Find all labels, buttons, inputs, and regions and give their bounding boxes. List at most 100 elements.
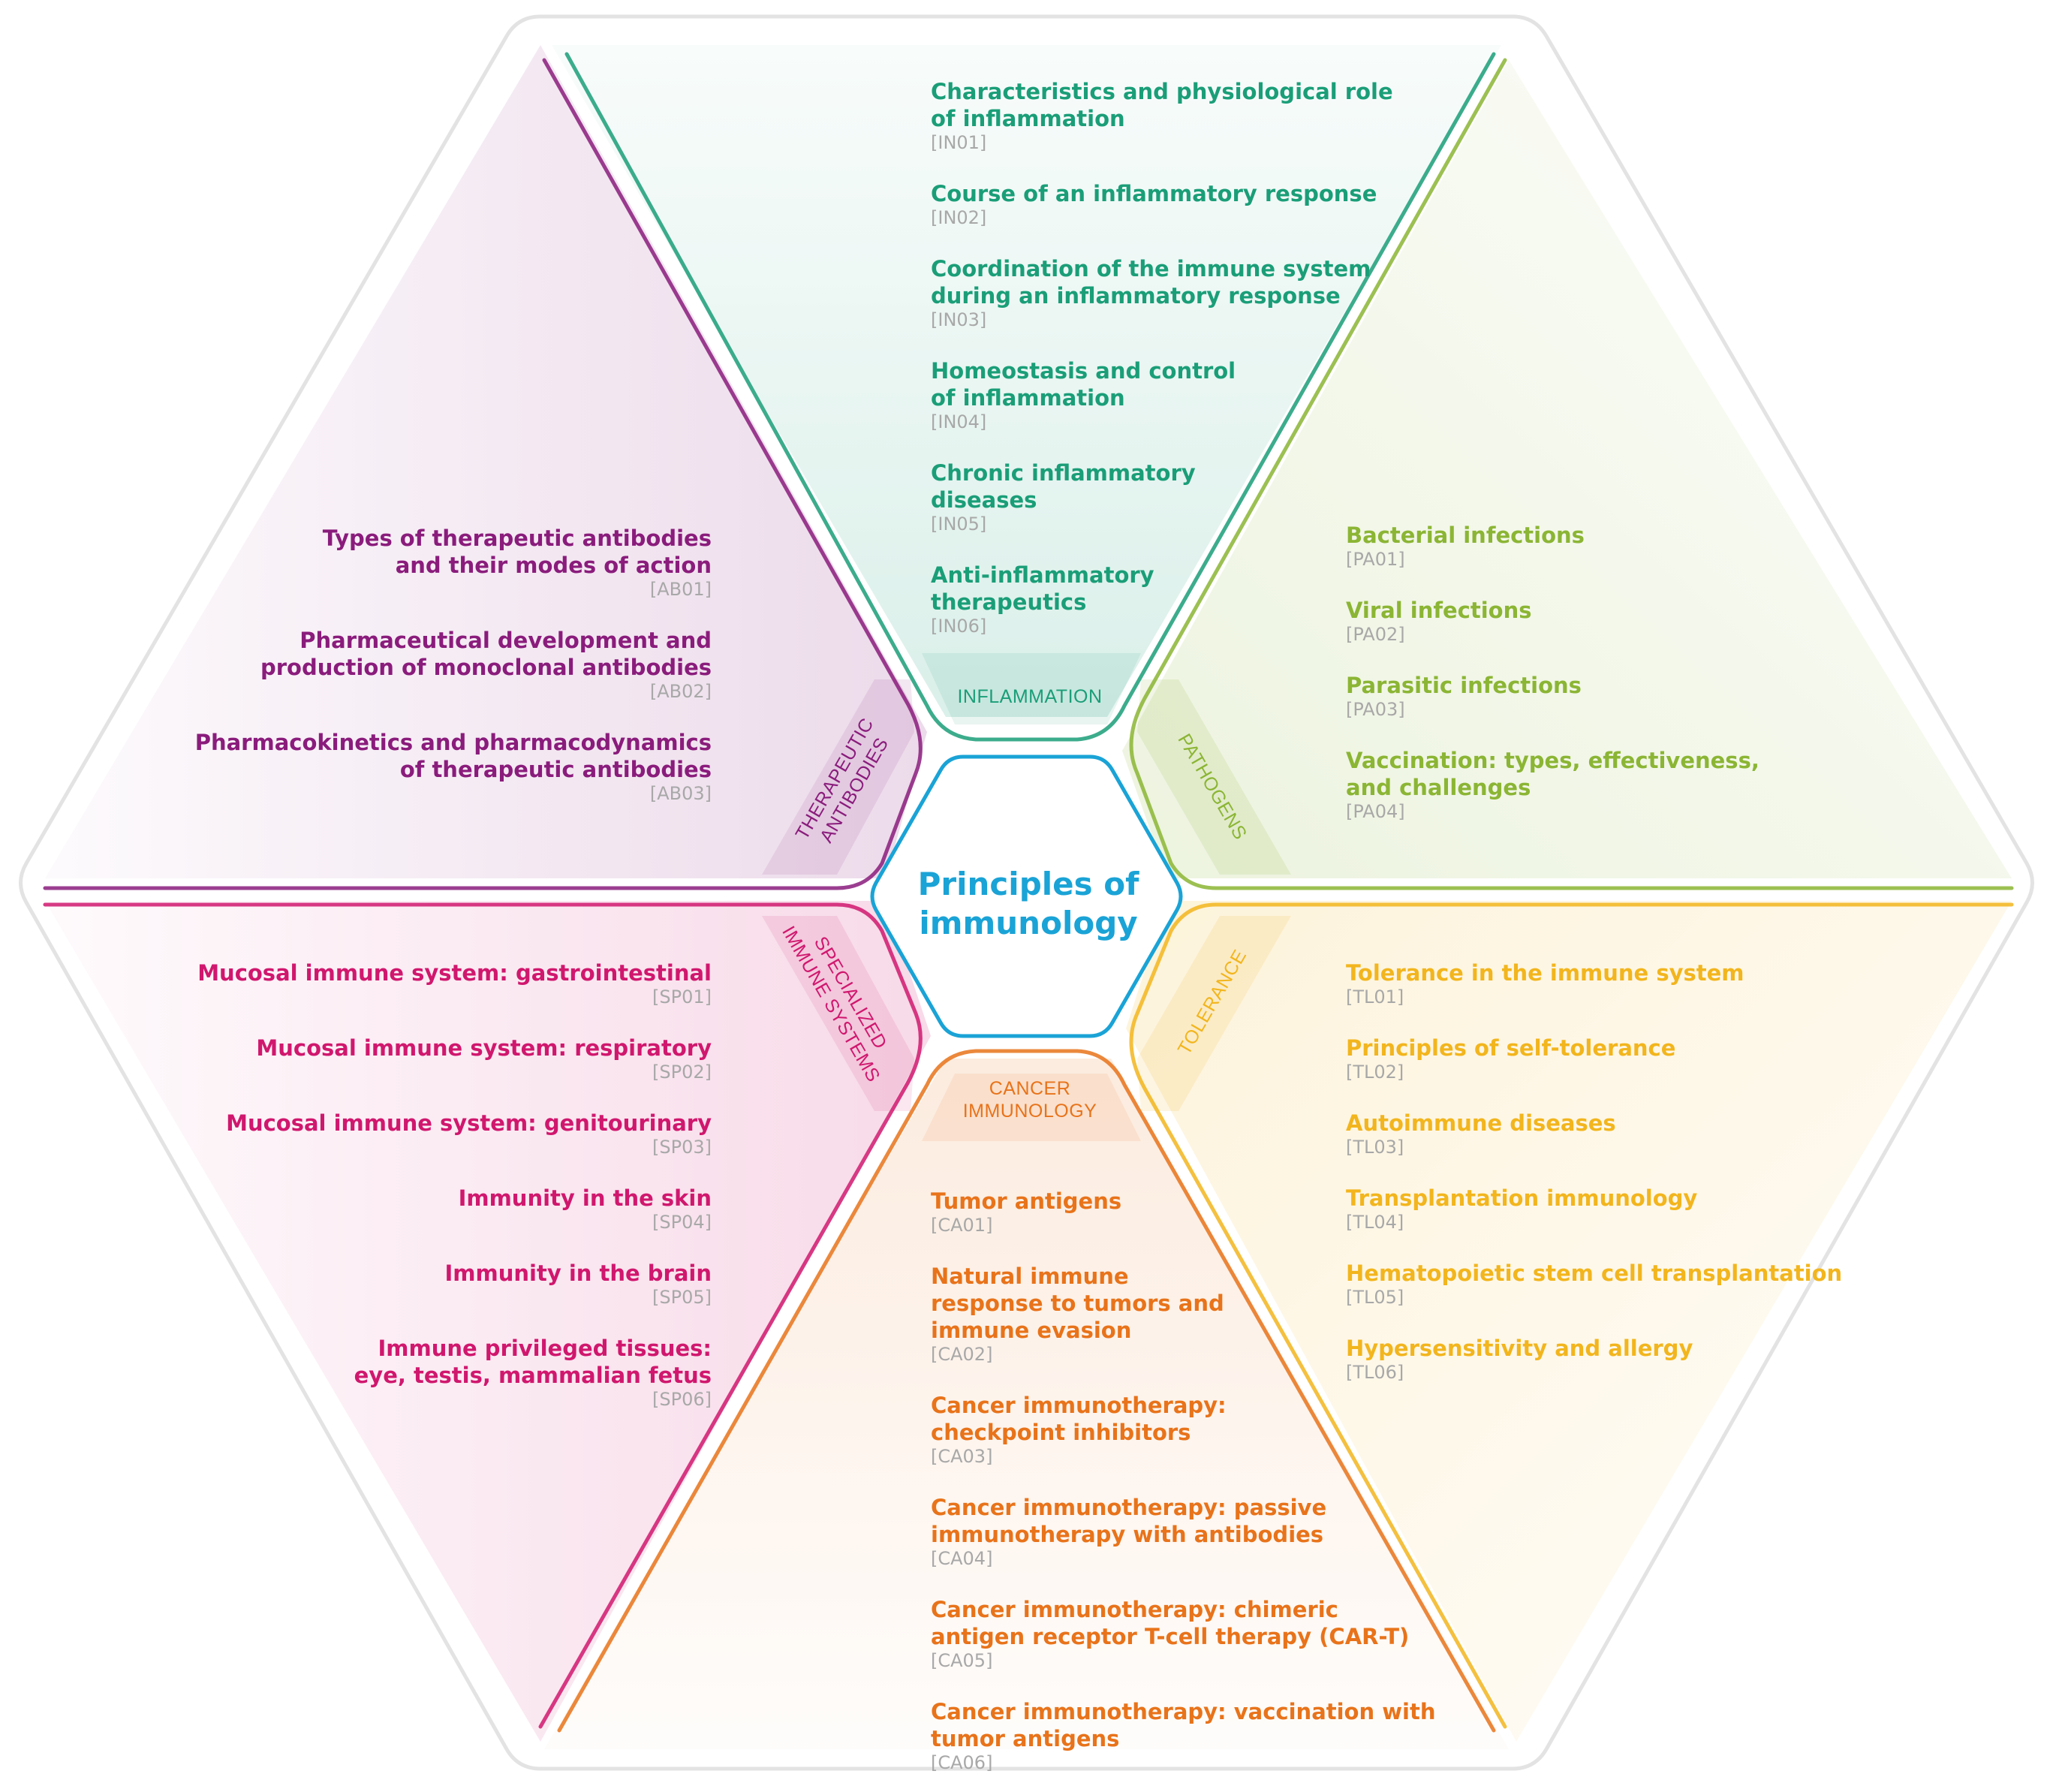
topic-code: [PA04] [1346, 801, 1405, 822]
topic-title-line: production of monoclonal antibodies [260, 655, 712, 680]
topic-item[interactable]: Mucosal immune system: respiratory[SP02] [256, 1035, 712, 1083]
topic-item[interactable]: Vaccination: types, effectiveness,and ch… [1346, 748, 1759, 822]
topic-item[interactable]: Cancer immunotherapy: vaccination withtu… [931, 1699, 1435, 1773]
topic-title-line: response to tumors and [931, 1291, 1224, 1316]
topic-code: [PA02] [1346, 624, 1405, 645]
pathogens-outline [1129, 58, 2014, 890]
topic-code: [TL02] [1346, 1062, 1404, 1083]
topic-item[interactable]: Autoimmune diseases[TL03] [1346, 1110, 1616, 1158]
sector-outlines [43, 52, 2014, 1733]
topic-item[interactable]: Bacterial infections[PA01] [1346, 523, 1585, 570]
inflammation-tab [922, 653, 1141, 724]
topic-title-line: immunotherapy with antibodies [931, 1522, 1323, 1547]
topic-title-line: Natural immune [931, 1263, 1129, 1289]
cancer-outline [557, 1049, 1496, 1733]
topic-title-line: and their modes of action [396, 553, 712, 578]
topic-title-line: antigen receptor T-cell therapy (CAR-T) [931, 1624, 1409, 1649]
topic-code: [SP06] [652, 1389, 712, 1410]
label-tabs [762, 653, 1291, 1141]
topic-title-line: Cancer immunotherapy: chimeric [931, 1597, 1338, 1622]
topic-code: [CA06] [931, 1752, 992, 1773]
topic-code: [TL05] [1346, 1287, 1404, 1308]
cancer-topics: Tumor antigens[CA01] Natural immunerespon… [931, 1188, 1435, 1773]
topic-title-line: Characteristics and physiological role [931, 79, 1393, 104]
topic-item[interactable]: Transplantation immunology[TL04] [1346, 1185, 1697, 1233]
topic-title-line: and challenges [1346, 775, 1531, 800]
topic-item[interactable]: Viral infections[PA02] [1346, 598, 1531, 645]
topic-title-line: Cancer immunotherapy: passive [931, 1495, 1326, 1520]
topic-lists: Characteristics and physiological roleof… [195, 79, 1843, 1773]
topic-title-line: diseases [931, 487, 1037, 513]
inflammation-tab-label: INFLAMMATION [957, 686, 1102, 707]
topic-item[interactable]: Pharmaceutical development andproduction… [260, 628, 712, 702]
topic-item[interactable]: Principles of self-tolerance[TL02] [1346, 1035, 1675, 1083]
center-title-line: immunology [919, 905, 1137, 941]
topic-code: [IN05] [931, 514, 986, 535]
topic-title-line: Course of an inflammatory response [931, 181, 1377, 206]
inflammation-topics: Characteristics and physiological roleof… [931, 79, 1393, 637]
topic-code: [IN02] [931, 207, 986, 228]
topic-title-line: of therapeutic antibodies [400, 757, 712, 782]
topic-item[interactable]: Immunity in the brain[SP05] [445, 1260, 712, 1308]
topic-item[interactable]: Parasitic infections[PA03] [1346, 673, 1582, 720]
topic-code: [PA01] [1346, 549, 1405, 570]
pathogens-tab [1137, 679, 1291, 875]
pathogens-sector-bg [1122, 60, 2012, 878]
topic-title-line: of inflammation [931, 385, 1125, 411]
topic-code: [CA05] [931, 1650, 992, 1671]
topic-item[interactable]: Characteristics and physiological roleof… [931, 79, 1393, 153]
topic-title-line: eye, testis, mammalian fetus [354, 1363, 712, 1388]
topic-code: [TL04] [1346, 1212, 1404, 1233]
topic-item[interactable]: Mucosal immune system: gastrointestinal[… [197, 960, 712, 1007]
pathogens-topics: Bacterial infections[PA01] Viral infectio… [1346, 523, 1759, 822]
topic-title-line: Anti-inflammatory [931, 562, 1154, 588]
topic-code: [IN04] [931, 411, 986, 432]
topic-title-line: Immunity in the skin [459, 1185, 712, 1211]
topic-code: [AB01] [650, 579, 712, 600]
topic-code: [CA03] [931, 1446, 992, 1467]
topic-code: [SP04] [652, 1212, 712, 1233]
topic-title-line: Mucosal immune system: respiratory [256, 1035, 712, 1061]
inflammation-sector-bg [552, 45, 1501, 717]
topic-item[interactable]: Immune privileged tissues:eye, testis, m… [354, 1336, 712, 1410]
topic-title-line: Mucosal immune system: genitourinary [226, 1110, 712, 1136]
topic-code: [IN06] [931, 616, 986, 637]
topic-item[interactable]: Course of an inflammatory response[IN02] [931, 181, 1377, 228]
topic-title-line: of inflammation [931, 106, 1125, 131]
topic-item[interactable]: Pharmacokinetics and pharmacodynamicsof … [195, 730, 712, 804]
topic-item[interactable]: Hematopoietic stem cell transplantation[… [1346, 1260, 1842, 1308]
center-hexagon [870, 754, 1183, 1038]
specialized-sector-bg [45, 901, 931, 1742]
topic-title-line: Parasitic infections [1346, 673, 1582, 698]
topic-item[interactable]: Hypersensitivity and allergy[TL06] [1346, 1336, 1693, 1383]
topic-title-line: Cancer immunotherapy: [931, 1393, 1227, 1418]
topic-item[interactable]: Tolerance in the immune system[TL01] [1346, 960, 1744, 1007]
topic-item[interactable]: Mucosal immune system: genitourinary[SP0… [226, 1110, 712, 1158]
topic-item[interactable]: Tumor antigens[CA01] [931, 1188, 1121, 1236]
specialized-tab [762, 916, 914, 1111]
tolerance-tab [1137, 916, 1291, 1111]
topic-title-line: Hematopoietic stem cell transplantation [1346, 1260, 1842, 1286]
topic-title-line: Viral infections [1346, 598, 1531, 623]
antibodies-sector-bg [45, 45, 927, 878]
topic-item[interactable]: Cancer immunotherapy: passiveimmunothera… [931, 1495, 1326, 1569]
sector-backgrounds [45, 45, 2012, 1749]
topic-title-line: Principles of self-tolerance [1346, 1035, 1675, 1061]
tab-label-line: INFLAMMATION [957, 686, 1102, 707]
topic-code: [PA03] [1346, 699, 1405, 720]
topic-title-line: Mucosal immune system: gastrointestinal [197, 960, 712, 986]
topic-item[interactable]: Immunity in the skin[SP04] [459, 1185, 712, 1233]
topic-title-line: Tumor antigens [931, 1188, 1121, 1214]
topic-item[interactable]: Cancer immunotherapy:checkpoint inhibito… [931, 1393, 1227, 1467]
topic-code: [AB03] [650, 783, 712, 804]
topic-item[interactable]: Coordination of the immune systemduring … [931, 256, 1371, 330]
topic-code: [IN01] [931, 132, 986, 153]
